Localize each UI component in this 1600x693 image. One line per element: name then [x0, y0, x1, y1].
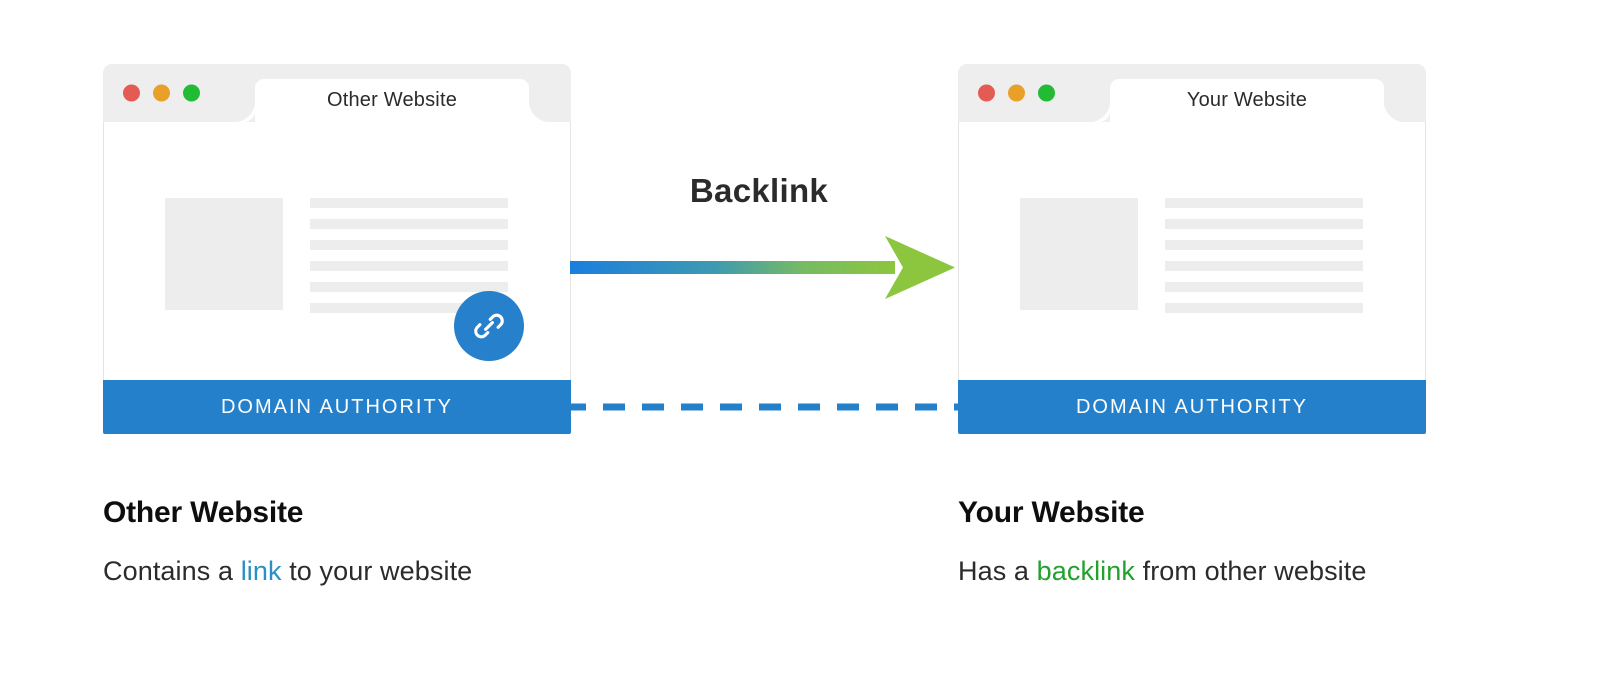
caption-title: Other Website	[103, 496, 304, 529]
backlink-connector-label-text: Backlink	[689, 172, 829, 209]
domain-authority-label: DOMAIN AUTHORITY	[1075, 395, 1308, 418]
browser-chrome-bar: Other Website	[103, 64, 571, 122]
text-placeholder-lines	[310, 198, 508, 313]
text-placeholder-lines	[1165, 198, 1363, 313]
placeholder-line	[310, 240, 508, 250]
close-button-icon[interactable]	[978, 84, 995, 102]
placeholder-line	[310, 282, 508, 292]
close-button-icon[interactable]	[123, 84, 140, 102]
minimize-button-icon[interactable]	[1008, 84, 1025, 102]
minimize-button-icon[interactable]	[153, 84, 170, 102]
chain-link-icon	[472, 309, 506, 343]
domain-authority-bar: DOMAIN AUTHORITY	[958, 380, 1426, 434]
placeholder-line	[1165, 282, 1363, 292]
placeholder-line	[310, 198, 508, 208]
caption-subtitle: Has a backlink from other website	[958, 556, 1367, 587]
image-placeholder	[165, 198, 283, 310]
link-badge[interactable]	[454, 291, 524, 361]
placeholder-line	[1165, 261, 1363, 271]
browser-viewport	[103, 122, 571, 380]
caption-subtitle: Contains a link to your website	[103, 556, 472, 587]
caption-link-highlight[interactable]: link	[240, 556, 282, 586]
domain-authority-label: DOMAIN AUTHORITY	[220, 395, 453, 418]
placeholder-line	[310, 219, 508, 229]
caption-sub-suffix: to your website	[281, 556, 473, 586]
backlink-connector-label: Backlink	[0, 172, 1600, 210]
browser-tab-other-website[interactable]: Other Website	[255, 79, 529, 122]
caption-title: Your Website	[958, 496, 1145, 529]
browser-window-other-website: Other Website	[103, 64, 571, 434]
browser-chrome-bar: Your Website	[958, 64, 1426, 122]
browser-tab-label: Your Website	[1186, 89, 1308, 111]
browser-tab-label: Other Website	[326, 89, 458, 111]
browser-viewport	[958, 122, 1426, 380]
placeholder-line	[310, 261, 508, 271]
browser-window-your-website: Your Website DOMAIN AUTHORITY	[958, 64, 1426, 434]
caption-sub-prefix: Has a	[958, 556, 1037, 586]
placeholder-line	[1165, 303, 1363, 313]
traffic-light-buttons	[123, 84, 200, 102]
image-placeholder	[1020, 198, 1138, 310]
maximize-button-icon[interactable]	[183, 84, 200, 102]
caption-your-website: Your Website Has a backlink from other w…	[958, 496, 1367, 587]
placeholder-line	[310, 303, 508, 313]
placeholder-line	[1165, 198, 1363, 208]
caption-other-website: Other Website Contains a link to your we…	[103, 496, 472, 587]
browser-tab-your-website[interactable]: Your Website	[1110, 79, 1384, 122]
caption-sub-suffix: from other website	[1135, 556, 1367, 586]
domain-authority-bar: DOMAIN AUTHORITY	[103, 380, 571, 434]
caption-sub-prefix: Contains a	[103, 556, 241, 586]
maximize-button-icon[interactable]	[1038, 84, 1055, 102]
placeholder-line	[1165, 219, 1363, 229]
placeholder-line	[1165, 240, 1363, 250]
traffic-light-buttons	[978, 84, 1055, 102]
caption-backlink-highlight[interactable]: backlink	[1036, 556, 1135, 586]
